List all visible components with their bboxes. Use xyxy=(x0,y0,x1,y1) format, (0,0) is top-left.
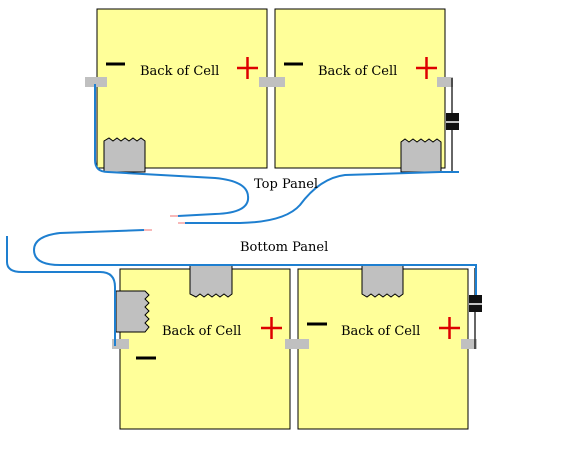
wire-top-right xyxy=(185,171,460,224)
cell-label: Back of Cell xyxy=(162,324,241,339)
plus-icon xyxy=(237,57,258,79)
solder-tab-icon xyxy=(400,138,442,173)
connector-pad-icon xyxy=(85,77,107,87)
wire-top-left xyxy=(94,84,250,217)
wire-bottom-left xyxy=(6,236,116,346)
wiring xyxy=(6,84,477,346)
connector-pad-icon xyxy=(461,339,477,349)
plus-icon xyxy=(261,317,282,339)
connector-pad-icon xyxy=(112,339,129,349)
bottom-panel-label: Bottom Panel xyxy=(240,240,328,255)
plus-icon xyxy=(416,57,437,79)
cell-label: Back of Cell xyxy=(341,324,420,339)
solder-tab-icon xyxy=(103,137,146,173)
top-panel-label: Top Panel xyxy=(254,177,318,192)
solder-tab-icon xyxy=(189,264,233,298)
cell-label: Back of Cell xyxy=(140,64,219,79)
wire-crossover xyxy=(32,229,477,300)
plus-icon xyxy=(439,317,460,339)
connector-pad-icon xyxy=(259,77,285,87)
solder-tab-icon xyxy=(115,290,150,333)
diode-icon xyxy=(446,113,459,130)
connector-pad-icon xyxy=(437,77,453,87)
diode-icon xyxy=(469,295,482,312)
cell-label: Back of Cell xyxy=(318,64,397,79)
solder-tab-icon xyxy=(361,264,404,298)
connector-pad-icon xyxy=(285,339,309,349)
